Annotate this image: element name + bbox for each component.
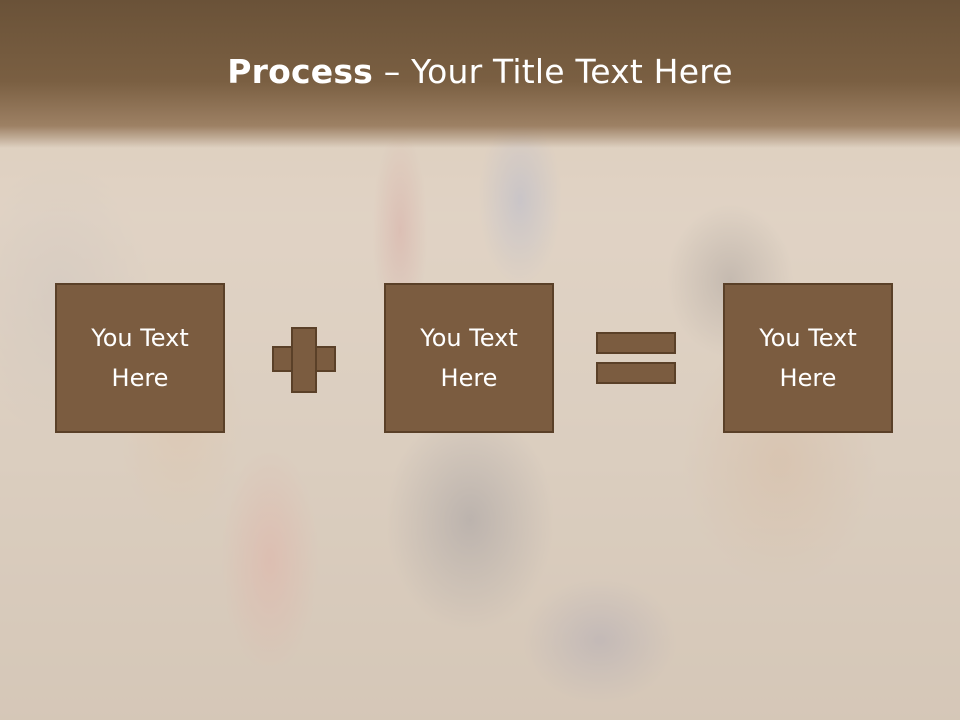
text-box-1-label: You Text Here — [91, 324, 189, 392]
text-box-3-label: You Text Here — [759, 324, 857, 392]
equals-icon-bottom-bar — [596, 362, 676, 384]
title-bar: Process – Your Title Text Here — [0, 0, 960, 148]
slide-title: Process – Your Title Text Here — [0, 52, 960, 91]
title-rest: – Your Title Text Here — [373, 52, 733, 91]
text-box-1[interactable]: You Text Here — [55, 283, 225, 433]
text-box-2[interactable]: You Text Here — [384, 283, 554, 433]
title-bold: Process — [227, 52, 374, 91]
equals-icon-top-bar — [596, 332, 676, 354]
text-box-2-label: You Text Here — [420, 324, 518, 392]
text-box-3[interactable]: You Text Here — [723, 283, 893, 433]
plus-icon-center — [293, 348, 315, 370]
